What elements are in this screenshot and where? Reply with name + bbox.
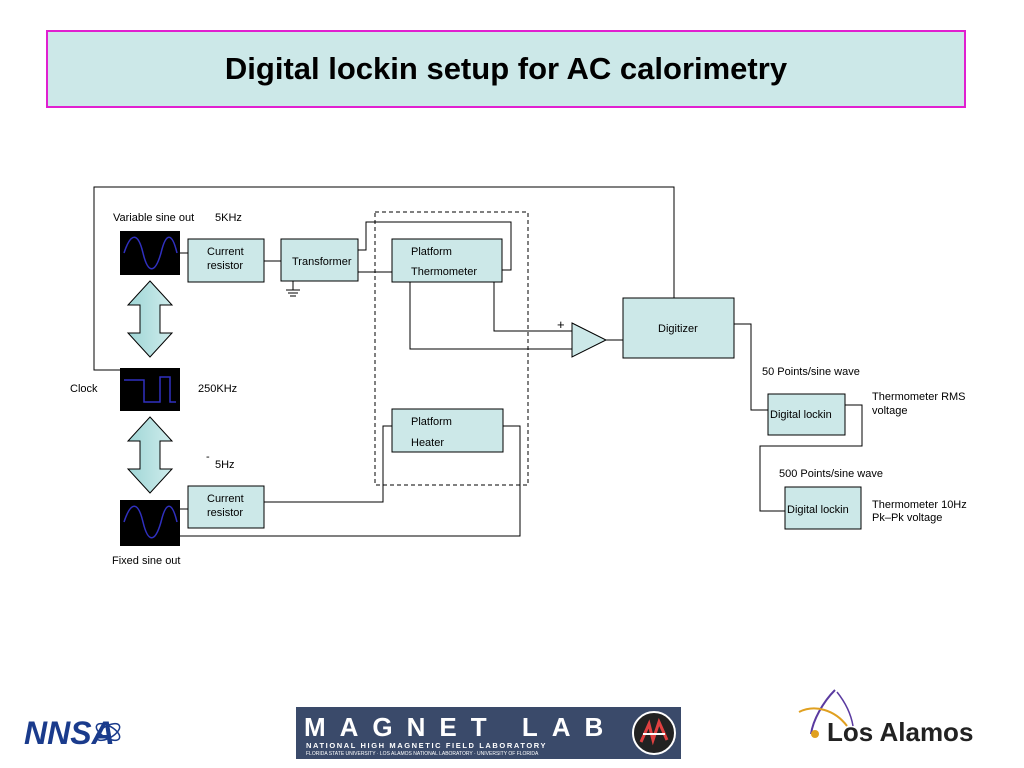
platform-enclosure [374,211,529,486]
amplifier-icon [571,322,608,358]
digital-lockin-2-label: Digital lockin [787,504,849,516]
magnet-lab-sub-text: NATIONAL HIGH MAGNETIC FIELD LABORATORY [306,741,548,750]
dash-label: - [206,451,210,463]
transformer-block: Transformer [280,238,359,282]
thermo-rms-label-2: voltage [872,405,907,417]
nnsa-logo-text: NNSA [24,715,115,751]
fixed-sine-icon [120,500,180,546]
transformer-label: Transformer [292,256,352,268]
digitizer-label: Digitizer [658,323,698,335]
platform-thermometer-block: Platform Thermometer [391,238,503,283]
variable-sine-icon [120,231,180,275]
freq-5hz-label: 5Hz [215,459,235,471]
title-box: Digital lockin setup for AC calorimetry [46,30,966,108]
platform-heater-label-1: Platform [411,416,452,428]
freq-5khz-label: 5KHz [215,212,242,224]
plus-label: + [557,317,565,332]
digital-lockin-1-label: Digital lockin [770,409,832,421]
wires [93,186,863,537]
platform-heater-block: Platform Heater [391,408,504,453]
magnet-lab-sub2-text: FLORIDA STATE UNIVERSITY · LOS ALAMOS NA… [306,751,539,757]
double-arrow-upper-icon [126,280,174,358]
los-alamos-logo-text: Los Alamos [827,717,973,747]
page-title: Digital lockin setup for AC calorimetry [224,51,788,86]
thermo-rms-label-1: Thermometer RMS [872,391,966,403]
nnsa-logo: NNSA [24,710,124,754]
current-resistor-bottom-label-2: resistor [207,507,243,519]
platform-thermometer-label-2: Thermometer [411,266,477,278]
current-resistor-top-label-1: Current [207,246,244,258]
los-alamos-logo: Los Alamos [795,682,995,752]
double-arrow-lower-icon [126,416,174,494]
digitizer-block: Digitizer [622,297,735,359]
thermo-10hz-label-1: Thermometer 10Hz [872,499,967,511]
magnet-lab-main-text: MAGNET LAB [304,712,618,742]
current-resistor-top: Current resistor [187,238,265,283]
magnet-lab-emblem-icon [632,711,676,755]
fixed-sine-out-label: Fixed sine out [112,555,180,567]
freq-250khz-label: 250KHz [198,383,237,395]
variable-sine-out-label: Variable sine out [113,212,194,224]
digital-lockin-2-block: Digital lockin [784,486,862,530]
current-resistor-bottom: Current resistor [187,485,265,529]
current-resistor-bottom-label-1: Current [207,493,244,505]
clock-label: Clock [70,383,98,395]
clock-square-wave-icon [120,368,180,411]
points-50-label: 50 Points/sine wave [762,366,860,378]
points-500-label: 500 Points/sine wave [779,468,883,480]
magnet-lab-logo: MAGNET LAB NATIONAL HIGH MAGNETIC FIELD … [296,707,681,759]
thermo-10hz-label-2: Pk–Pk voltage [872,512,942,524]
digital-lockin-1-block: Digital lockin [767,393,846,436]
platform-thermometer-label-1: Platform [411,246,452,258]
current-resistor-top-label-2: resistor [207,260,243,272]
platform-heater-label-2: Heater [411,437,444,449]
